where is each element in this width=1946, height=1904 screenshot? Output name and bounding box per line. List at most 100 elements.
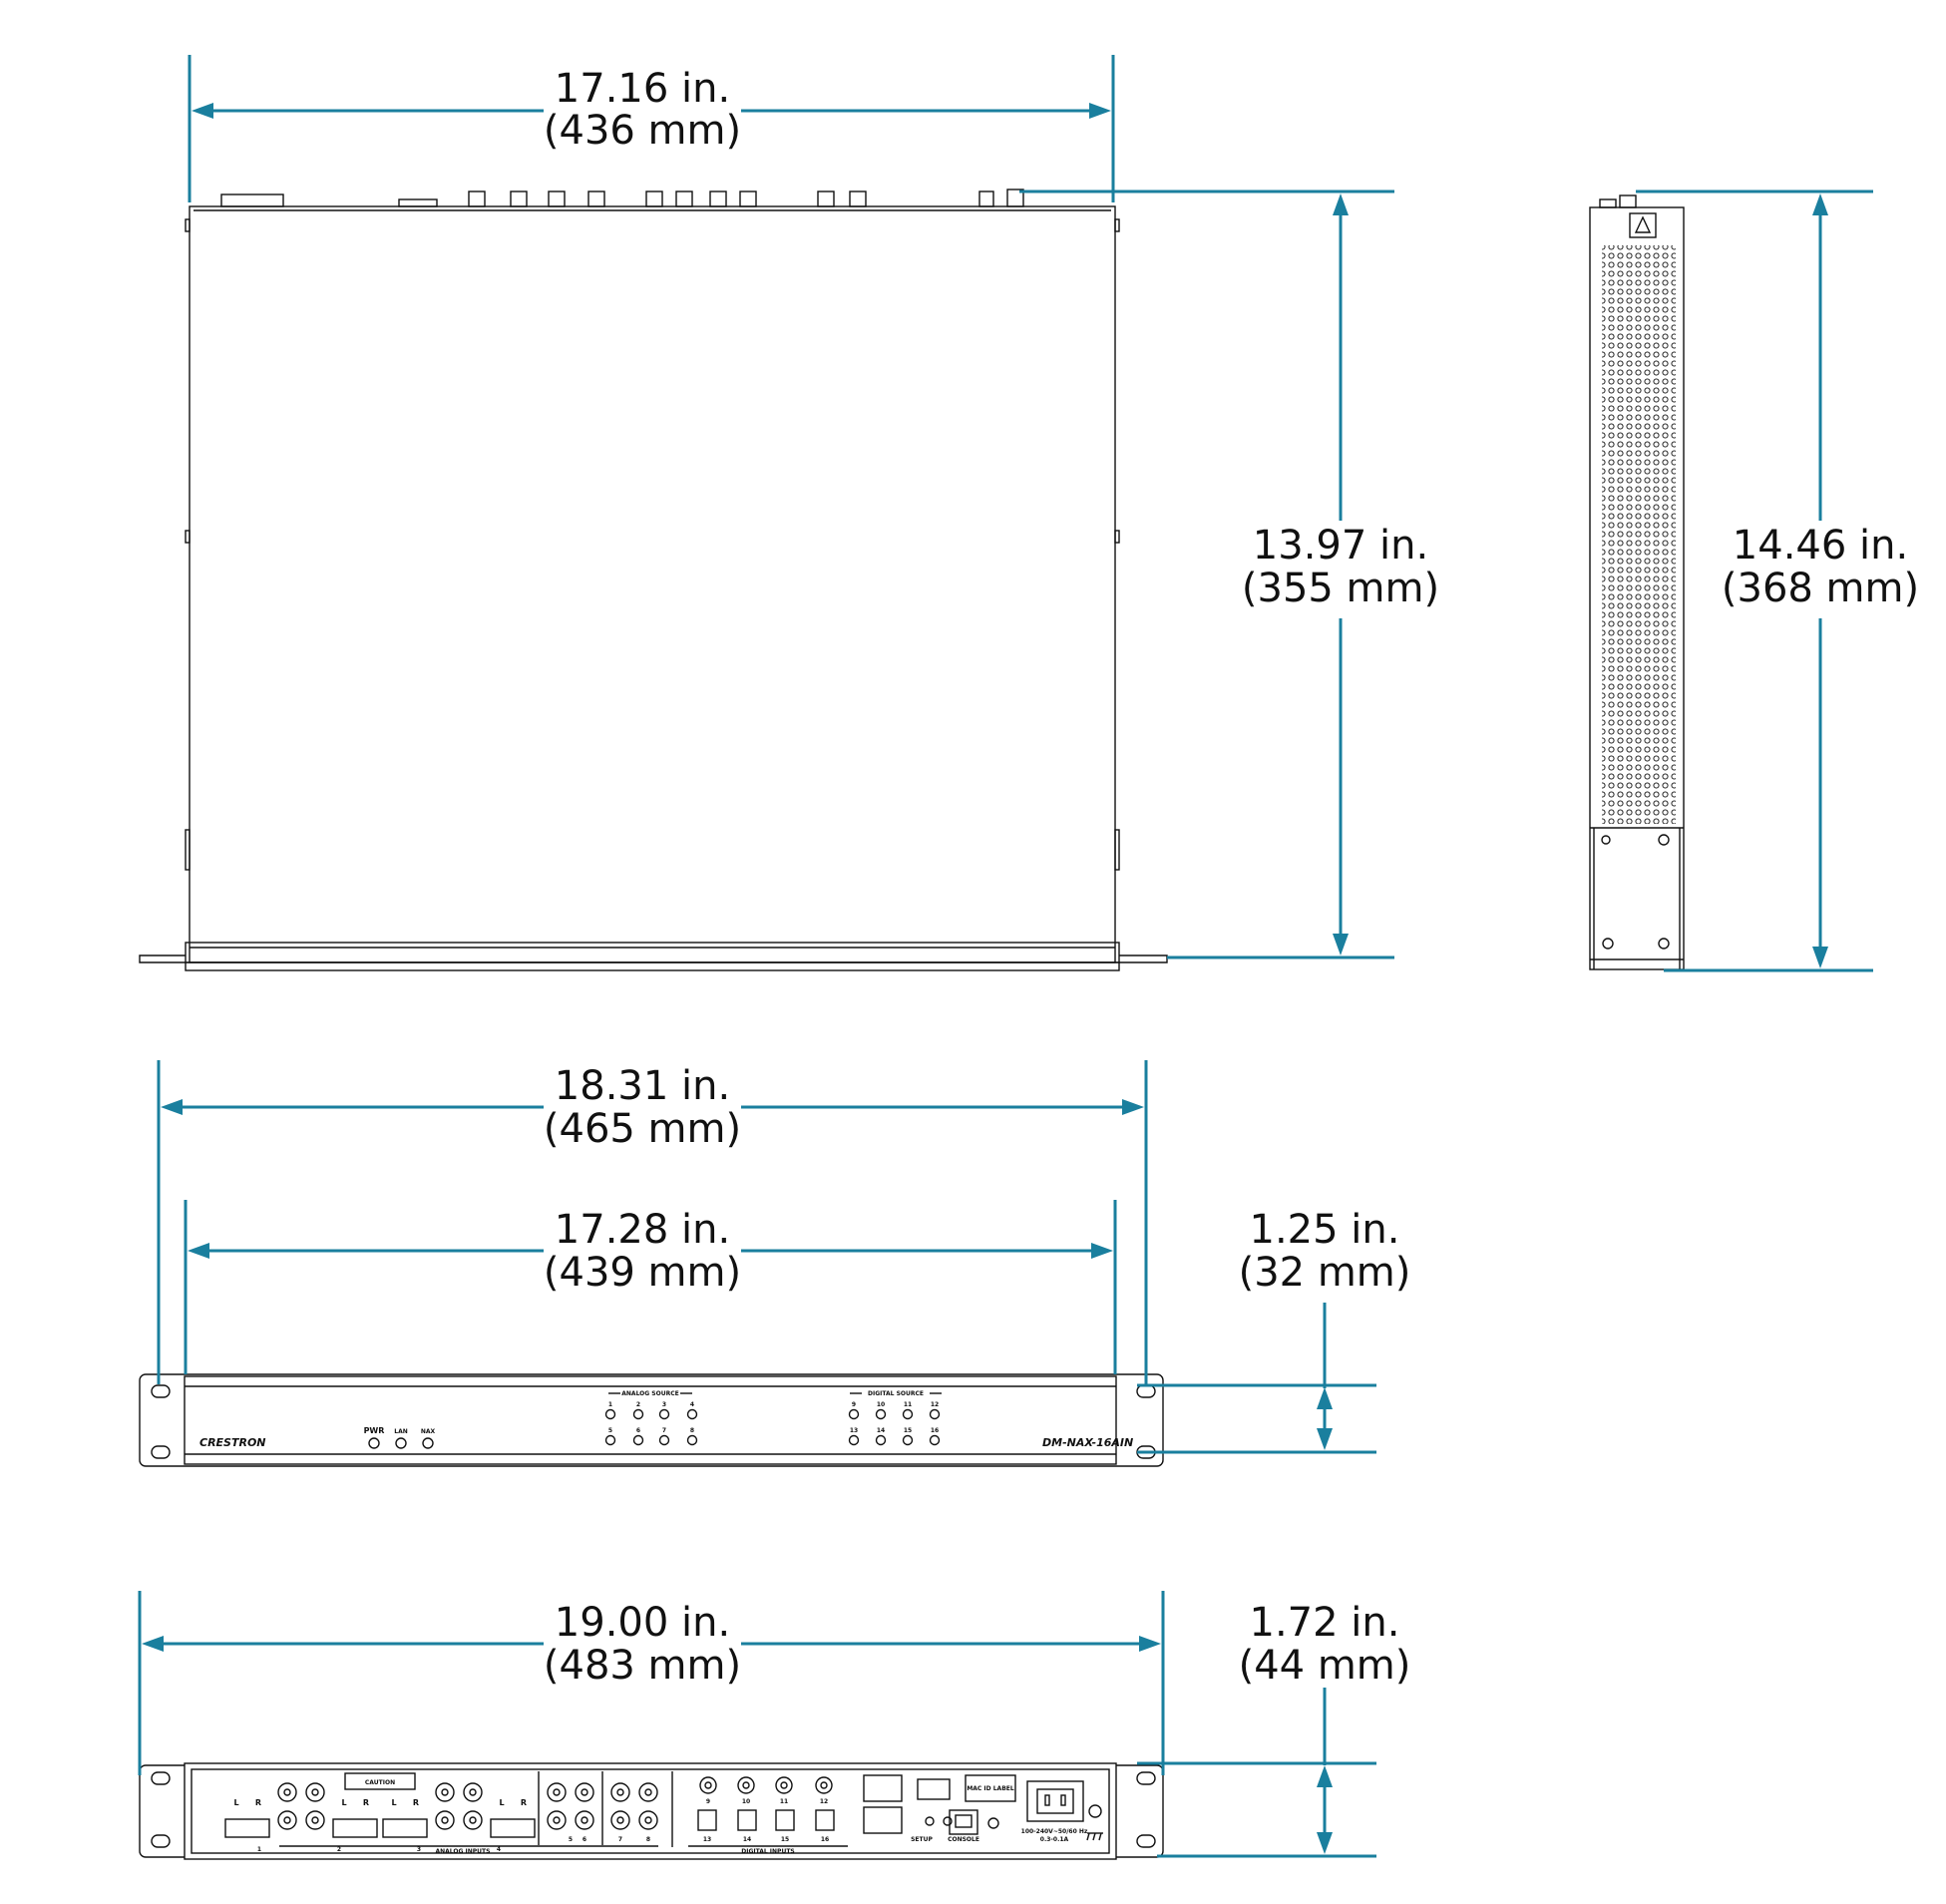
front-height-mm: (32 mm) [1239,1250,1411,1296]
digital-led-label: 13 [850,1427,858,1434]
front-overall-width-in: 18.31 in. [555,1063,730,1109]
mac-label: MAC ID LABEL [967,1785,1014,1792]
digital-led-label: 11 [904,1401,912,1408]
side-depth-dimension: 14.46 in. (368 mm) [1636,190,1919,972]
rear-overall-width-mm: (483 mm) [544,1643,741,1689]
digital-led-label: 15 [904,1427,912,1434]
lan-port-1 [863,1774,903,1802]
rear-height-mm: (44 mm) [1239,1643,1411,1689]
lr-label: L [233,1798,238,1807]
analog-led-label: 1 [608,1401,612,1408]
lr-label: R [255,1798,261,1807]
terminal-block [224,1818,270,1838]
rear-height-dimension: 1.72 in. (44 mm) [1137,1600,1411,1858]
blank-plate [917,1778,951,1800]
mac-id-sticker [965,1774,1016,1802]
rear-overall-width-dimension: 19.00 in. (483 mm) [138,1591,1165,1775]
analog-led-label: 8 [690,1427,694,1434]
front-body-width-dimension: 17.28 in. (439 mm) [184,1200,1117,1374]
block-label: 3 [417,1846,421,1853]
coax-label: 9 [706,1798,710,1805]
front-panel [184,1375,1117,1465]
console-port [949,1809,978,1835]
digital-led-label: 9 [852,1401,856,1408]
front-body-width-mm: (439 mm) [544,1250,741,1296]
led-label-pwr: PWR [364,1426,385,1435]
optical-label: 15 [781,1836,789,1843]
led-nax [422,1437,434,1449]
analog-source-leds: ANALOG SOURCE 1 2 3 4 5 6 7 8 [604,1390,698,1446]
front-brand: CRESTRON [199,1436,266,1449]
lr-label: R [363,1798,369,1807]
digital-inputs-label: DIGITAL INPUTS [741,1848,795,1855]
digital-led-label: 14 [877,1427,885,1434]
console-label: CONSOLE [948,1836,979,1843]
front-body-width-in: 17.28 in. [555,1207,730,1253]
rear-height-in: 1.72 in. [1250,1600,1400,1646]
led-label-nax: NAX [421,1428,436,1435]
side-view-vent [1602,245,1676,824]
power-rating: 100-240V~50/60 Hz [1021,1828,1088,1835]
led-lan [395,1437,407,1449]
lr-label: L [341,1798,346,1807]
optical-label: 13 [703,1836,711,1843]
top-view [139,189,1168,971]
front-rack-ears [139,1373,1164,1467]
analog-led-label: 5 [608,1427,612,1434]
top-width-mm: (436 mm) [544,108,741,154]
caution-label: CAUTION [365,1779,395,1786]
rca-jacks: 5 6 7 8 [277,1771,658,1845]
led-label-lan: LAN [394,1428,408,1435]
analog-terminal-blocks: L R L R L R L R 1 2 3 4 [224,1798,536,1853]
digital-led-label: 12 [931,1401,939,1408]
coax-label: 12 [820,1798,828,1805]
coax-label: 11 [780,1798,788,1805]
optical-label: 14 [743,1836,751,1843]
digital-source-label: DIGITAL SOURCE [868,1390,924,1397]
setup-button [943,1816,953,1826]
rca-label: 7 [618,1836,622,1843]
rear-view: L R L R L R L R 1 2 3 4 [139,1762,1164,1860]
warning-triangle-icon [1634,215,1652,233]
setup-label: SETUP [911,1836,933,1843]
lr-label: R [413,1798,419,1807]
power-inlet [1026,1780,1084,1822]
front-overall-width-dimension: 18.31 in. (465 mm) [157,1060,1148,1384]
front-height-dimension: 1.25 in. (32 mm) [1137,1207,1411,1454]
lr-label: R [521,1798,527,1807]
front-height-in: 1.25 in. [1250,1207,1400,1253]
analog-inputs-label: ANALOG INPUTS [436,1848,491,1855]
lan-port-2 [863,1806,903,1834]
top-width-dimension: 17.16 in. (436 mm) [188,55,1115,202]
block-label: 2 [337,1846,341,1853]
terminal-block [382,1818,428,1838]
analog-led-label: 2 [636,1401,640,1408]
top-depth-in: 13.97 in. [1253,523,1428,569]
rca-label: 6 [583,1836,586,1843]
front-view: CRESTRON DM-NAX-16AIN PWR LAN NAX ANALOG… [139,1373,1164,1467]
digital-led-label: 10 [877,1401,885,1408]
top-depth-mm: (355 mm) [1242,566,1439,611]
top-view-body [189,205,1116,963]
front-model: DM-NAX-16AIN [1042,1436,1133,1449]
lr-label: L [499,1798,504,1807]
top-depth-dimension: 13.97 in. (355 mm) [1019,190,1439,959]
rear-overall-width-in: 19.00 in. [555,1600,730,1646]
top-view-connectors [220,189,1024,207]
analog-source-label: ANALOG SOURCE [621,1390,678,1397]
analog-led-label: 6 [636,1427,640,1434]
block-label: 4 [497,1846,501,1853]
caution-sticker [344,1772,416,1790]
block-label: 1 [257,1846,261,1853]
top-width-in: 17.16 in. [555,66,730,112]
side-depth-in: 14.46 in. [1733,523,1908,569]
power-current: 0.3-0.1A [1040,1836,1069,1843]
analog-led-label: 4 [690,1401,694,1408]
coax-label: 10 [742,1798,750,1805]
analog-led-label: 7 [662,1427,666,1434]
digital-inputs: 9 10 11 12 13 14 15 16 DIGITAL INPUTS [671,1771,848,1855]
front-status-leds: PWR LAN NAX [364,1426,436,1449]
lr-label: L [391,1798,396,1807]
